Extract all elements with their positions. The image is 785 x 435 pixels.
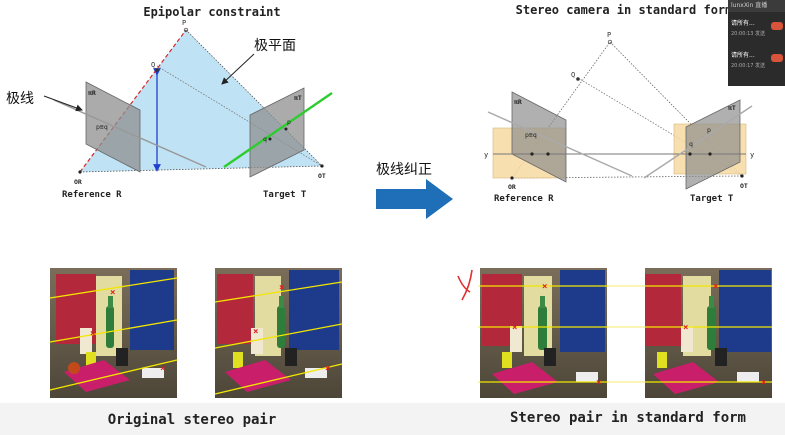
point-p-target-label-r: p xyxy=(707,126,711,134)
svg-text:×: × xyxy=(542,282,547,292)
gift-icon xyxy=(771,54,783,62)
stream-chat-overlay[interactable]: lunxXin 直播 请所有... 20:00:13 发送 请所有... 20:… xyxy=(728,0,785,86)
ray-q-ot xyxy=(156,65,323,167)
origin-t-dot xyxy=(320,164,324,168)
point-p-target-label: p xyxy=(287,118,291,126)
svg-text:×: × xyxy=(683,323,688,333)
projected-ray-r xyxy=(487,111,633,177)
chat-item[interactable]: 请所有... 20:00:17 发送 xyxy=(731,50,785,78)
caption-rectified: Stereo pair in standard form xyxy=(510,410,746,426)
plane-r-label-r: πR xyxy=(514,98,522,106)
point-dot-t2 xyxy=(708,152,712,156)
target-image-plane xyxy=(249,87,305,178)
svg-text:×: × xyxy=(253,327,258,337)
point-p-dot-r xyxy=(607,39,613,45)
rectification-arrow: 极线纠正 xyxy=(376,162,453,219)
epipolar-constraint-diagram: Epipolar constraint P Q 极平面 极线 πR πT p≡q xyxy=(6,5,333,200)
original-stereo-pair: × × × × × × xyxy=(49,268,343,398)
point-q-target-dot xyxy=(268,137,272,141)
baseline xyxy=(79,165,323,173)
epipolar-line xyxy=(223,92,333,168)
plane-t-label: πT xyxy=(294,94,302,102)
point-pq-label-r: p≡q xyxy=(525,131,537,139)
right-diagram-title: Stereo camera in standard form xyxy=(516,3,733,17)
origin-t-dot-r xyxy=(740,174,744,178)
axis-y-right: y xyxy=(750,151,754,159)
epipolar-line-label: 极线 xyxy=(6,91,34,107)
svg-text:×: × xyxy=(761,378,766,388)
origin-r-dot xyxy=(78,170,82,174)
svg-text:×: × xyxy=(325,364,330,374)
photo-original-left: × × × xyxy=(49,268,178,398)
chat-item-name: 请所有... xyxy=(731,52,755,59)
origin-t-label: OT xyxy=(318,172,326,180)
baseline-r xyxy=(511,175,743,179)
reference-image-plane xyxy=(85,81,141,173)
origin-r-label-r: OR xyxy=(508,183,516,191)
plane-label-pointer xyxy=(221,53,255,85)
plane-t-label-r: πT xyxy=(728,104,736,112)
caption-original: Original stereo pair xyxy=(108,412,277,428)
svg-text:×: × xyxy=(512,323,517,333)
svg-text:×: × xyxy=(713,282,718,292)
point-p-label-r: P xyxy=(607,31,611,39)
origin-r-label: OR xyxy=(74,178,82,186)
svg-text:×: × xyxy=(90,329,95,339)
plane-label: 极平面 xyxy=(254,38,296,54)
point-dot-r1 xyxy=(530,152,534,156)
point-q-label: Q xyxy=(151,61,155,69)
point-q-label-r: Q xyxy=(571,71,575,79)
point-dot-r2 xyxy=(546,152,550,156)
origin-r-dot-r xyxy=(510,176,514,180)
plane-r-label: πR xyxy=(88,89,96,97)
target-label: Target T xyxy=(263,190,307,200)
chat-item-name: 请所有... xyxy=(731,20,755,27)
origin-t-label-r: OT xyxy=(740,182,748,190)
svg-text:×: × xyxy=(160,364,165,374)
target-label-r: Target T xyxy=(690,194,734,204)
point-dot-t1 xyxy=(688,152,692,156)
stereo-standard-form-diagram: Stereo camera in standard form P Q πR πT… xyxy=(484,3,754,204)
photo-rectified-right: × × × xyxy=(645,268,772,398)
reference-image-plane-r xyxy=(511,91,567,183)
overlay-header: lunxXin 直播 xyxy=(728,0,785,12)
point-q-dot xyxy=(155,68,159,72)
handwritten-annotation xyxy=(457,269,473,301)
axis-y-left: y xyxy=(484,151,488,159)
rectified-stereo-pair: × × × × × × xyxy=(457,268,772,398)
svg-text:×: × xyxy=(596,378,601,388)
point-q-target-label: q xyxy=(263,135,267,143)
point-pq-label: p≡q xyxy=(96,123,108,131)
chat-item-time: 20:00:13 发送 xyxy=(731,31,766,37)
blue-arrow-icon xyxy=(376,179,453,219)
point-p-target-dot xyxy=(284,127,288,131)
chat-item[interactable]: 请所有... 20:00:13 发送 xyxy=(731,18,785,46)
gift-icon xyxy=(771,22,783,30)
point-p-dot xyxy=(183,27,189,33)
rectification-label: 极线纠正 xyxy=(376,162,432,178)
reference-label-r: Reference R xyxy=(494,194,554,204)
reference-label: Reference R xyxy=(62,190,122,200)
point-p-label: P xyxy=(182,19,186,27)
svg-text:×: × xyxy=(110,288,115,298)
point-q-target-label-r: q xyxy=(689,140,693,148)
caption-strip xyxy=(0,403,785,435)
photo-rectified-left: × × × xyxy=(480,268,607,398)
photo-original-right: × × × xyxy=(214,268,343,398)
chat-item-time: 20:00:17 发送 xyxy=(731,63,766,69)
point-q-dot-r xyxy=(576,77,580,81)
svg-text:×: × xyxy=(279,283,284,293)
projected-ray-r2 xyxy=(643,105,753,179)
left-diagram-title: Epipolar constraint xyxy=(143,5,280,19)
epipolar-line-pointer xyxy=(43,95,83,112)
